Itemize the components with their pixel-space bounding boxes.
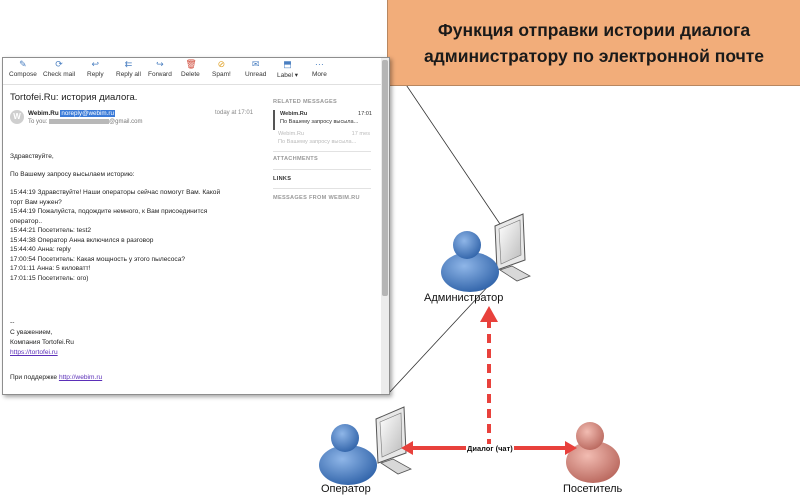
unread-button[interactable]: ✉Unread bbox=[245, 59, 267, 79]
history-line: торт Вам нужен? bbox=[10, 198, 62, 206]
signature-dash: -- bbox=[10, 319, 15, 326]
history-line: 15:44:21 Посетитель: test2 bbox=[10, 227, 91, 234]
operator-person-icon bbox=[319, 424, 377, 485]
email-date: today at 17:01 bbox=[215, 110, 254, 116]
attachments-heading: ATTACHMENTS bbox=[273, 156, 319, 162]
spam-button[interactable]: ⊘Spam! bbox=[212, 59, 231, 79]
history-line: оператор.. bbox=[10, 217, 43, 225]
chat-label: Диалог (чат) bbox=[466, 444, 514, 453]
envelope-icon: ✉ bbox=[251, 59, 260, 69]
forward-button[interactable]: ↪Forward bbox=[148, 59, 172, 79]
more-button[interactable]: ···More bbox=[312, 59, 327, 79]
spam-icon: ⊘ bbox=[217, 59, 226, 69]
refresh-icon: ⟳ bbox=[55, 59, 63, 69]
related-item[interactable]: Webim.Ru 17 mes По Вашему запросу высыла… bbox=[278, 131, 370, 145]
divider bbox=[273, 151, 371, 152]
history-line: 17:01:15 Посетитель: ого) bbox=[10, 274, 89, 282]
divider bbox=[273, 169, 371, 170]
webim-link[interactable]: http://webim.ru bbox=[58, 374, 103, 381]
admin-person-icon bbox=[441, 231, 499, 292]
history-line: 17:00:54 Посетитель: Какая мощность у эт… bbox=[10, 255, 186, 263]
history-line: 15:44:38 Оператор Анна включился в разго… bbox=[10, 236, 154, 244]
check-mail-button[interactable]: ⟳Check mail bbox=[43, 59, 76, 79]
links-heading[interactable]: LINKS bbox=[273, 176, 292, 182]
related-heading: RELATED MESSAGES bbox=[273, 99, 338, 105]
related-item[interactable]: Webim.Ru 17:01 По Вашему запросу высыла.… bbox=[273, 110, 373, 130]
redacted-address bbox=[49, 119, 110, 124]
compose-icon: ✎ bbox=[19, 59, 27, 69]
label-icon: ⬒ bbox=[283, 59, 292, 69]
banner-line-2: администратору по электронной почте bbox=[423, 45, 765, 66]
email-toolbar: ✎Compose ⟳Check mail ↩Reply ⇇Reply all ↪… bbox=[3, 58, 381, 85]
history-line: 15:44:40 Анна: reply bbox=[10, 246, 71, 253]
email-arrow bbox=[480, 306, 498, 448]
greeting-text: Здравствуйте, bbox=[10, 153, 54, 160]
intro-text: По Вашему запросу высылаем историю: bbox=[10, 171, 135, 178]
reply-all-button[interactable]: ⇇Reply all bbox=[116, 59, 141, 79]
email-sender: Webim.Ru noreply@webim.ru bbox=[28, 110, 116, 117]
header-banner: Функция отправки истории диалога админис… bbox=[387, 0, 800, 86]
reply-icon: ↩ bbox=[91, 59, 100, 69]
sender-email[interactable]: noreply@webim.ru bbox=[60, 110, 116, 117]
signature-company: Компания Tortofei.Ru bbox=[10, 339, 74, 346]
scrollbar-thumb[interactable] bbox=[382, 60, 388, 296]
history-line: 15:44:19 Пожалуйста, подождите немного, … bbox=[10, 208, 208, 215]
label-button[interactable]: ⬒Label ▾ bbox=[277, 59, 298, 80]
visitor-label: Посетитель bbox=[563, 483, 623, 495]
operator-label: Оператор bbox=[321, 483, 371, 495]
reply-all-icon: ⇇ bbox=[124, 59, 133, 69]
signature-regards: С уважением, bbox=[10, 329, 53, 336]
support-line: При поддержке http://webim.ru bbox=[10, 374, 103, 381]
admin-label: Администратор bbox=[424, 292, 504, 304]
more-icon: ··· bbox=[314, 59, 324, 69]
history-line: 15:44:19 Здравствуйте! Наши операторы се… bbox=[10, 189, 221, 196]
admin-computer-icon bbox=[494, 213, 531, 282]
reply-button[interactable]: ↩Reply bbox=[87, 59, 104, 79]
company-link[interactable]: https://tortofei.ru bbox=[10, 349, 58, 356]
scrollbar[interactable] bbox=[381, 58, 389, 394]
email-recipient: To you: @gmail.com bbox=[28, 119, 143, 126]
email-window: ✎Compose ⟳Check mail ↩Reply ⇇Reply all ↪… bbox=[2, 57, 390, 395]
email-subject: Tortofei.Ru: история диалога. bbox=[10, 92, 138, 103]
compose-button[interactable]: ✎Compose bbox=[9, 59, 37, 79]
banner-line-1: Функция отправки истории диалога bbox=[437, 19, 751, 40]
history-line: 17:01:11 Анна: 5 киловатт! bbox=[10, 265, 91, 272]
avatar: W bbox=[10, 110, 24, 124]
delete-button[interactable]: 🗑Delete bbox=[181, 59, 200, 79]
messages-from-heading: MESSAGES FROM WEBIM.RU bbox=[273, 195, 360, 201]
divider bbox=[273, 188, 371, 189]
operator-computer-icon bbox=[375, 406, 412, 475]
trash-icon: 🗑 bbox=[185, 59, 197, 69]
forward-icon: ↪ bbox=[156, 59, 164, 69]
visitor-person-icon bbox=[566, 422, 620, 483]
